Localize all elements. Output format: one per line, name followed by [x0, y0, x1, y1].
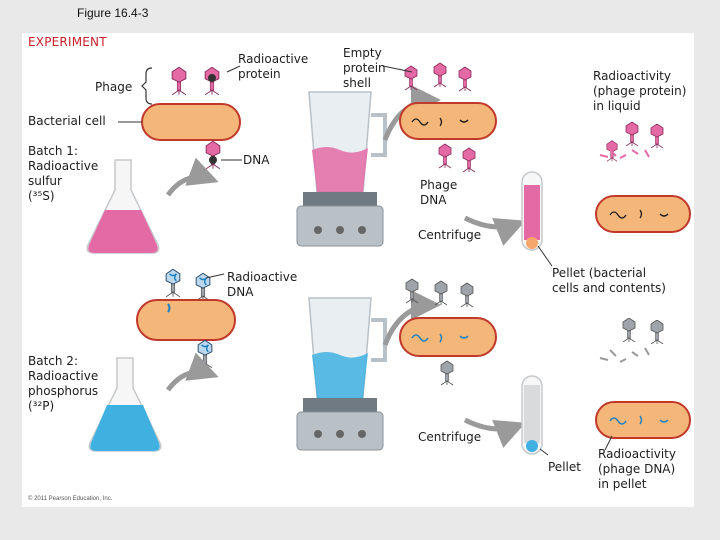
label-centrifuge-2: Centrifuge [418, 430, 482, 444]
bacterial-cell-icon [136, 299, 236, 341]
label-phage: Phage [95, 80, 133, 94]
dna-core-icon [208, 74, 216, 82]
label-batch1: Batch 1: Radioactive sulfur (³⁵S) [28, 144, 99, 203]
label-phage-dna: Phage DNA [420, 178, 458, 207]
label-centrifuge-1: Centrifuge [418, 228, 482, 242]
bacterial-cell-icon [141, 103, 241, 141]
copyright-notice: © 2011 Pearson Education, Inc. [28, 496, 113, 502]
phage-bracket [141, 67, 153, 105]
label-empty-protein-shell: Empty protein shell [343, 46, 386, 90]
figure-label: Figure 16.4-3 [77, 6, 149, 20]
experiment-label: EXPERIMENT [28, 35, 107, 49]
label-pellet: Pellet [548, 460, 581, 474]
label-radioactivity-pellet: Radioactivity (phage DNA) in pellet [598, 447, 676, 491]
label-radioactive-protein: Radioactive protein [238, 52, 309, 81]
label-batch2: Batch 2: Radioactive phosphorus (³²P) [28, 354, 99, 413]
label-bacterial-cell: Bacterial cell [28, 114, 106, 128]
label-pellet-contents: Pellet (bacterial cells and contents) [552, 266, 666, 295]
label-radioactive-dna: Radioactive DNA [227, 270, 298, 299]
label-radioactivity-liquid: Radioactivity (phage protein) in liquid [593, 69, 687, 113]
label-dna: DNA [243, 153, 270, 167]
phage-icon [171, 66, 187, 96]
